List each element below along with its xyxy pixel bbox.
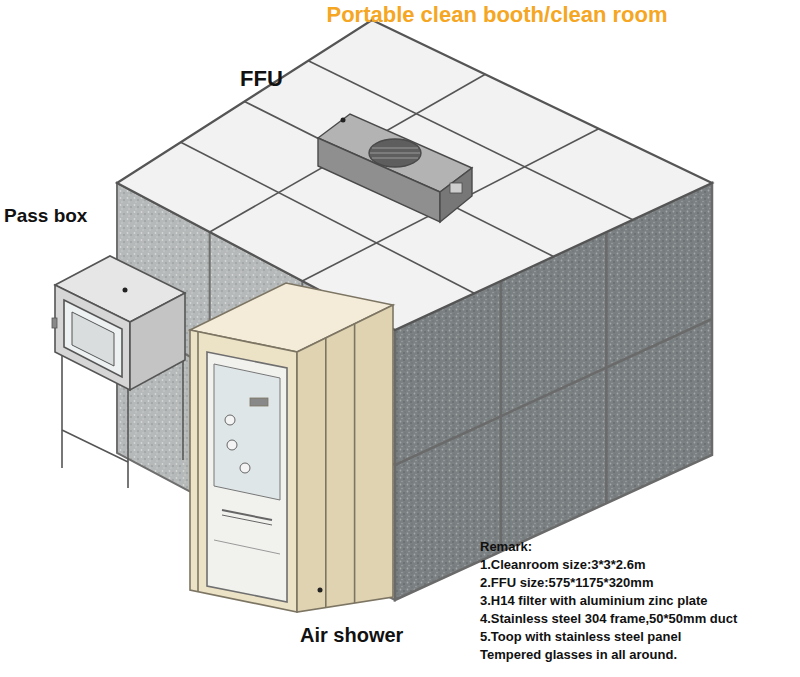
roof-frame xyxy=(302,129,598,281)
air-shower-door xyxy=(207,352,287,602)
leader-dot xyxy=(123,288,128,293)
note-line: 2.FFU size:575*1175*320mm xyxy=(480,576,653,591)
pass-box-inner xyxy=(72,312,114,366)
air-shower-seam xyxy=(325,338,327,608)
wall-frame xyxy=(395,319,712,465)
air-shower-seam xyxy=(197,332,199,592)
air-shower xyxy=(190,283,393,612)
nozzle xyxy=(227,440,237,450)
ffu-fan xyxy=(369,139,421,167)
door-handle xyxy=(222,510,272,520)
note-line: 1.Cleanroom size:3*3*2.6m xyxy=(480,558,645,573)
ffu-side xyxy=(440,168,472,222)
pass-box-leg xyxy=(182,360,184,460)
note-line: 4.Stainless steel 304 frame,50*50mm duct xyxy=(480,612,737,627)
part-label: Air shower xyxy=(300,624,403,647)
ffu-plate xyxy=(450,183,462,193)
pass-box-front xyxy=(55,285,130,390)
roof xyxy=(117,20,712,330)
pass-box-leg xyxy=(61,352,63,468)
note-line: 5.Toop with stainless steel panel xyxy=(480,630,681,645)
leader-dot xyxy=(318,588,323,593)
ffu-side xyxy=(318,138,440,222)
door-closer xyxy=(250,398,268,406)
roof-frame xyxy=(210,74,486,232)
roof-panel xyxy=(117,20,712,330)
note-line: 3.H14 filter with aluminium zinc plate xyxy=(480,594,708,609)
ffu-grill xyxy=(370,153,420,154)
pass-box-brace xyxy=(62,430,128,462)
title: Portable clean booth/clean room xyxy=(326,2,667,28)
door-handle xyxy=(222,515,272,525)
roof-frame xyxy=(245,102,554,257)
air-shower-side xyxy=(297,305,393,612)
ffu-unit xyxy=(318,114,472,222)
air-shower-front xyxy=(190,330,297,612)
pass-box-window xyxy=(64,300,122,377)
note-heading: Remark: xyxy=(480,540,532,555)
nozzle xyxy=(240,463,250,473)
ffu-grill xyxy=(372,148,418,149)
door-panel xyxy=(214,540,280,554)
pass-box-latch xyxy=(52,318,57,328)
note-line: Tempered glasses in all around. xyxy=(480,648,677,663)
pass-box-leg xyxy=(127,388,129,488)
pass-box xyxy=(52,256,185,488)
leader-dot xyxy=(341,118,346,123)
part-label: FFU xyxy=(240,66,283,91)
door-glass xyxy=(214,364,280,500)
pass-box-side xyxy=(130,293,185,390)
air-shower-seam xyxy=(354,324,356,603)
ffu-grill xyxy=(372,158,418,159)
part-label: Pass box xyxy=(4,205,87,227)
nozzle xyxy=(225,415,235,425)
